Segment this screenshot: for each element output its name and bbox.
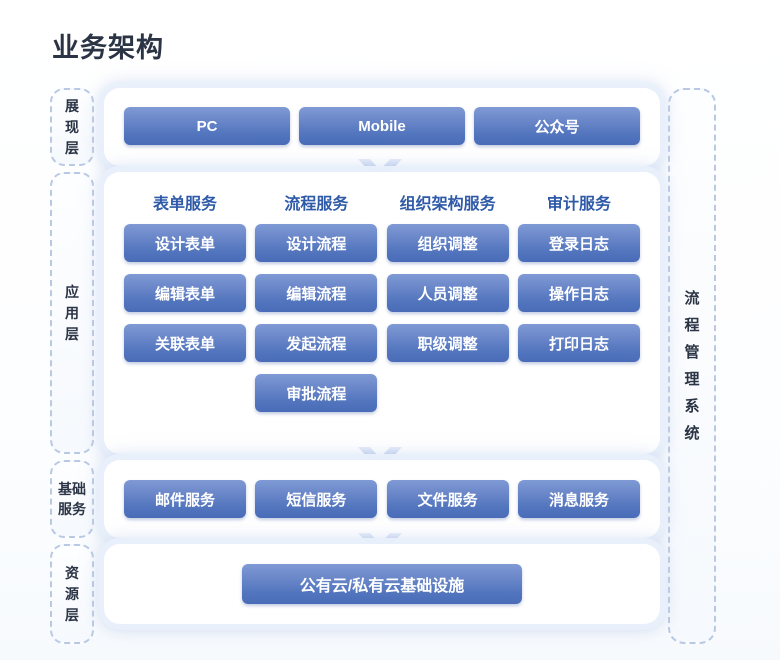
application-columns: 表单服务 设计表单 编辑表单 关联表单 流程服务 设计流程 编辑流程 发起流程 … — [124, 190, 640, 424]
layer-tag-application-label: 应用层 — [65, 283, 79, 342]
resource-items-row: 公有云/私有云基础设施 — [104, 564, 660, 604]
button-message-service[interactable]: 消息服务 — [517, 480, 640, 518]
panel-presentation-layer: PC Mobile 公众号 — [104, 88, 660, 166]
layer-tag-presentation: 展现层 — [50, 88, 94, 166]
column-organization-service: 组织架构服务 组织调整 人员调整 职级调整 — [386, 190, 509, 424]
button-login-log[interactable]: 登录日志 — [517, 224, 640, 262]
button-org-adjust[interactable]: 组织调整 — [386, 224, 509, 262]
button-start-process[interactable]: 发起流程 — [255, 324, 378, 362]
button-relate-form[interactable]: 关联表单 — [124, 324, 246, 362]
button-mail-service[interactable]: 邮件服务 — [124, 480, 246, 518]
button-operation-log[interactable]: 操作日志 — [517, 274, 640, 312]
layer-tag-application: 应用层 — [50, 172, 94, 454]
button-sms-service[interactable]: 短信服务 — [255, 480, 378, 518]
side-tag-system: 流程管理系统 — [668, 88, 716, 644]
button-edit-form[interactable]: 编辑表单 — [124, 274, 246, 312]
button-design-form[interactable]: 设计表单 — [124, 224, 246, 262]
panel-resource-layer: 公有云/私有云基础设施 — [104, 544, 660, 624]
button-cloud-infrastructure[interactable]: 公有云/私有云基础设施 — [242, 564, 522, 604]
layer-tag-presentation-label: 展现层 — [65, 97, 79, 156]
column-header-process-service: 流程服务 — [284, 196, 349, 213]
column-process-service: 流程服务 设计流程 编辑流程 发起流程 审批流程 — [255, 190, 378, 424]
basic-service-items-row: 邮件服务 短信服务 文件服务 消息服务 — [124, 480, 640, 518]
button-file-service[interactable]: 文件服务 — [386, 480, 509, 518]
page-title: 业务架构 — [52, 33, 164, 63]
layer-tag-resource: 资源层 — [50, 544, 94, 644]
button-edit-process[interactable]: 编辑流程 — [255, 274, 378, 312]
button-rank-adjust[interactable]: 职级调整 — [386, 324, 509, 362]
button-design-process[interactable]: 设计流程 — [255, 224, 378, 262]
panel-application-layer: 表单服务 设计表单 编辑表单 关联表单 流程服务 设计流程 编辑流程 发起流程 … — [104, 172, 660, 454]
presentation-items-row: PC Mobile 公众号 — [124, 107, 640, 145]
button-personnel-adjust[interactable]: 人员调整 — [386, 274, 509, 312]
column-header-organization-service: 组织架构服务 — [399, 196, 496, 213]
column-form-service: 表单服务 设计表单 编辑表单 关联表单 — [124, 190, 246, 424]
button-mobile[interactable]: Mobile — [299, 107, 465, 145]
button-pc[interactable]: PC — [124, 107, 290, 145]
column-header-audit-service: 审计服务 — [546, 196, 611, 213]
panel-basic-service-layer: 邮件服务 短信服务 文件服务 消息服务 — [104, 460, 660, 538]
layer-tag-basic-service-label: 基础服务 — [58, 481, 86, 517]
button-approve-process[interactable]: 审批流程 — [255, 374, 378, 412]
architecture-diagram: 展现层 应用层 基础服务 资源层 流程管理系统 PC Mobile 公众号 — [0, 84, 780, 650]
side-tag-system-label: 流程管理系统 — [684, 290, 700, 442]
layer-tag-basic-service: 基础服务 — [50, 460, 94, 538]
button-official-account[interactable]: 公众号 — [474, 107, 640, 145]
column-audit-service: 审计服务 登录日志 操作日志 打印日志 — [517, 190, 640, 424]
column-header-form-service: 表单服务 — [152, 196, 217, 213]
arrow-application-to-basic-service — [358, 447, 402, 473]
button-print-log[interactable]: 打印日志 — [517, 324, 640, 362]
layer-tag-resource-label: 资源层 — [65, 564, 79, 623]
arrow-presentation-to-application — [358, 159, 402, 185]
